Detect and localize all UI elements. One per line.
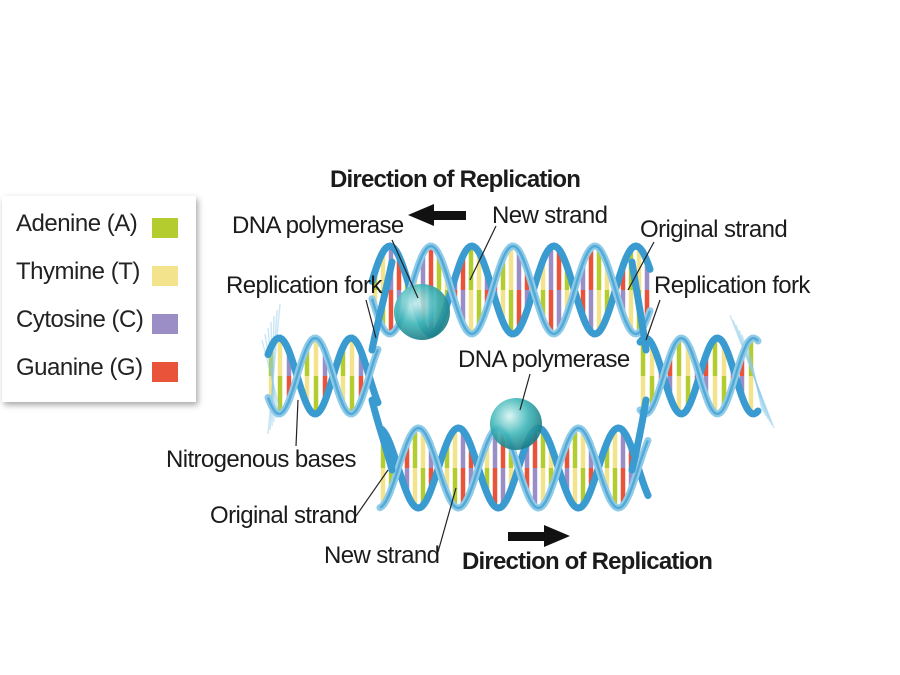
leader-original-strand-bottom — [355, 469, 389, 517]
nitrogenous-bases-label: Nitrogenous bases — [166, 446, 357, 473]
replication-fork-right-label: Replication fork — [654, 272, 810, 299]
parent-helix-left-strand-b-edge — [266, 336, 380, 416]
legend-label-cytosine: Cytosine (C) — [16, 306, 144, 333]
leader-dna-polymerase-top — [391, 239, 419, 299]
legend-item-guanine: Guanine (G) — [2, 348, 196, 388]
helix-right-tail — [747, 344, 763, 411]
dna-polymerase-middle-label: DNA polymerase — [458, 346, 630, 373]
original-strand-bottom-label: Original strand — [210, 502, 358, 529]
dna-polymerase-middle-enzyme — [490, 398, 542, 450]
leader-new-strand-bottom — [437, 487, 457, 553]
replication-fork-left-upper-strand — [368, 258, 396, 354]
direction-of-replication-bottom-label: Direction of Replication — [462, 548, 713, 575]
lower-daughter-helix-strand-b-edge — [379, 426, 650, 510]
base-color-legend: Adenine (A) Thymine (T) Cytosine (C) Gua… — [2, 196, 196, 402]
upper-daughter-helix-strand-b-edge — [370, 244, 652, 336]
legend-swatch-guanine — [152, 362, 178, 382]
legend-label-thymine: Thymine (T) — [16, 258, 140, 285]
legend-swatch-thymine — [152, 266, 178, 286]
replication-fork-right-lower-strand — [628, 396, 650, 474]
helix-left-tail — [267, 303, 281, 435]
new-strand-top-label: New strand — [492, 202, 608, 229]
legend-swatch-cytosine — [152, 314, 178, 334]
legend-label-adenine: Adenine (A) — [16, 210, 138, 237]
replication-fork-left-lower-strand — [368, 396, 396, 474]
direction-arrows-layer — [408, 204, 570, 547]
helix-right-tail — [732, 319, 773, 426]
sugar-phosphate-backbone-layer — [261, 242, 775, 512]
leader-nitrogenous-bases — [295, 399, 299, 447]
direction-arrow-bottom-shaft — [508, 532, 546, 541]
legend-item-adenine: Adenine (A) — [2, 204, 196, 244]
helix-right-tail — [729, 314, 775, 429]
parent-helix-right-strand-b-edge — [639, 336, 759, 416]
leader-replication-fork-left — [365, 299, 377, 339]
legend-item-cytosine: Cytosine (C) — [2, 300, 196, 340]
direction-arrow-bottom-head — [544, 525, 570, 547]
parent-helix-left-strand-a — [264, 334, 382, 418]
replication-fork-right-upper-strand — [628, 258, 650, 354]
legend-swatch-adenine — [152, 218, 178, 238]
dna-polymerase-layer — [394, 284, 542, 450]
helix-right-tail — [744, 339, 765, 414]
leader-original-strand-top — [627, 241, 655, 291]
legend-item-thymine: Thymine (T) — [2, 252, 196, 292]
leader-new-strand-top — [469, 225, 497, 281]
dna-polymerase-top-enzyme — [394, 284, 450, 340]
dna-polymerase-top-label: DNA polymerase — [232, 212, 404, 239]
helix-right-tail — [735, 324, 771, 423]
direction-of-replication-top-label: Direction of Replication — [330, 166, 581, 193]
original-strand-top-label: Original strand — [640, 216, 788, 243]
replication-fork-left-label: Replication fork — [226, 272, 382, 299]
helix-left-tail — [261, 339, 281, 411]
lower-daughter-helix-strand-a — [376, 424, 652, 512]
direction-arrow-top-shaft — [432, 211, 466, 220]
leader-lines-layer — [295, 225, 661, 553]
nitrogenous-bases-layer — [268, 248, 754, 505]
direction-arrow-top-head — [408, 204, 434, 226]
leader-dna-polymerase-middle — [519, 373, 531, 411]
leader-replication-fork-right — [645, 299, 661, 341]
legend-label-guanine: Guanine (G) — [16, 354, 143, 381]
new-strand-bottom-label: New strand — [324, 542, 440, 569]
